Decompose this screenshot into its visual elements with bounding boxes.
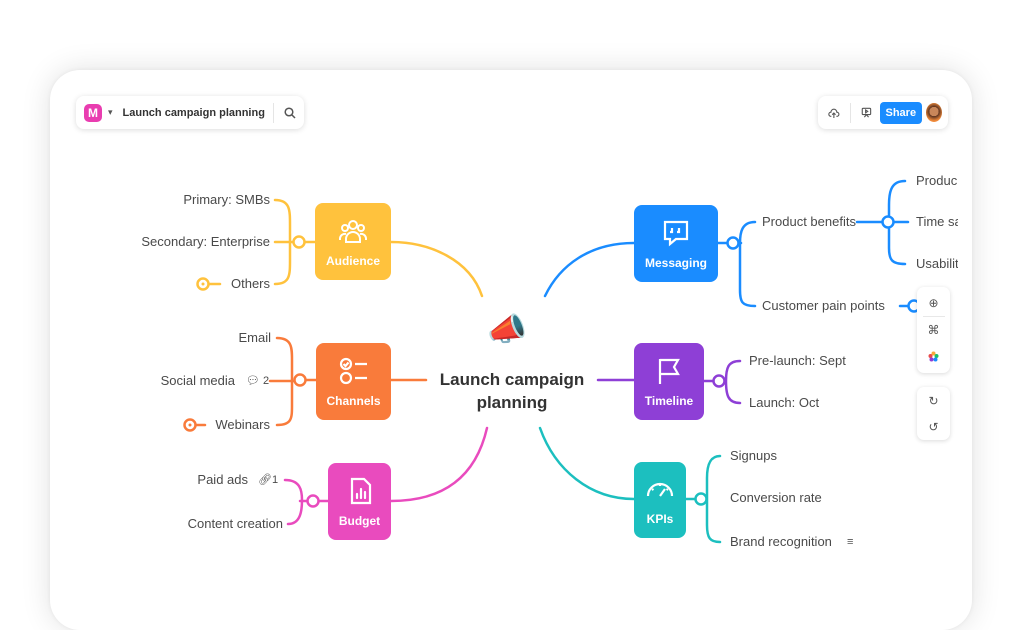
comment-icon: 💬︎ bbox=[246, 375, 260, 387]
search-icon[interactable] bbox=[284, 106, 296, 119]
notes-icon[interactable]: ≡ bbox=[847, 536, 854, 548]
board-window: 📣 Launch campaign planning Audience Prim… bbox=[50, 70, 972, 630]
messaging-subitem[interactable]: Usabilit bbox=[916, 256, 958, 271]
node-label: Channels bbox=[326, 393, 381, 408]
divider bbox=[272, 102, 274, 123]
checklist-icon bbox=[339, 357, 367, 384]
app-logo-icon[interactable]: M bbox=[84, 103, 102, 122]
layout-icon[interactable]: ⌘ bbox=[927, 323, 940, 337]
channels-item[interactable]: Webinars bbox=[215, 417, 270, 432]
audience-item[interactable]: Secondary: Enterprise bbox=[141, 234, 270, 249]
present-icon[interactable] bbox=[861, 106, 872, 119]
audience-item[interactable]: Others bbox=[230, 276, 270, 291]
messaging-subitem[interactable]: Produc bbox=[916, 173, 958, 188]
channels-item[interactable]: Email bbox=[238, 330, 271, 345]
link-icon: 🔗︎ bbox=[258, 474, 272, 486]
kpis-item[interactable]: Signups bbox=[730, 448, 777, 463]
node-label: Messaging bbox=[644, 255, 707, 270]
link-count: 1 bbox=[271, 474, 279, 486]
node-label: Audience bbox=[325, 253, 380, 268]
budget-item[interactable]: Content creation bbox=[187, 516, 283, 531]
messaging-subitem[interactable]: Time sa bbox=[916, 214, 958, 229]
audience-item[interactable]: Primary: SMBs bbox=[183, 192, 270, 207]
history-toolbar: ↻ ↺ bbox=[917, 387, 950, 440]
kpis-item[interactable]: Brand recognition bbox=[730, 534, 832, 549]
divider bbox=[922, 316, 945, 317]
node-kpis[interactable]: KPIs bbox=[634, 462, 686, 538]
people-icon bbox=[339, 219, 367, 243]
kpis-item[interactable]: Conversion rate bbox=[730, 490, 822, 505]
node-messaging[interactable]: Messaging bbox=[634, 205, 718, 282]
gauge-icon bbox=[646, 482, 674, 497]
flag-icon bbox=[658, 358, 680, 384]
comment-count: 2 bbox=[263, 375, 270, 387]
canvas-toolbar: ⊕ ⌘ bbox=[917, 287, 950, 373]
color-palette-icon[interactable] bbox=[917, 343, 950, 369]
top-actions-bar: Share bbox=[818, 96, 948, 129]
node-label: Budget bbox=[338, 513, 381, 528]
node-audience[interactable]: Audience bbox=[315, 203, 391, 280]
board-title-bar: M ▾ Launch campaign planning bbox=[76, 96, 304, 129]
megaphone-icon: 📣 bbox=[487, 311, 527, 347]
report-icon bbox=[350, 477, 371, 504]
messaging-item[interactable]: Product benefits bbox=[762, 214, 856, 229]
add-node-icon[interactable]: ⊕ bbox=[928, 296, 939, 310]
user-avatar[interactable] bbox=[926, 103, 943, 122]
node-budget[interactable]: Budget bbox=[328, 463, 391, 540]
timeline-item[interactable]: Pre-launch: Sept bbox=[749, 353, 846, 368]
node-channels[interactable]: Channels bbox=[316, 343, 391, 420]
chevron-down-icon[interactable]: ▾ bbox=[108, 107, 113, 117]
mindmap-connectors bbox=[183, 179, 921, 544]
mindmap-canvas[interactable]: 📣 Launch campaign planning Audience Prim… bbox=[50, 70, 958, 630]
node-label: Timeline bbox=[644, 393, 694, 408]
comment-count-badge[interactable]: 💬︎ 2 bbox=[246, 373, 269, 389]
node-timeline[interactable]: Timeline bbox=[634, 343, 704, 420]
link-count-badge[interactable]: 🔗︎1 bbox=[258, 472, 278, 488]
cloud-upload-icon[interactable] bbox=[828, 106, 840, 120]
central-topic[interactable]: Launch campaign planning bbox=[439, 370, 585, 412]
timeline-item[interactable]: Launch: Oct bbox=[749, 395, 820, 410]
undo-icon[interactable]: ↺ bbox=[928, 419, 939, 434]
node-label: KPIs bbox=[646, 512, 674, 526]
share-button[interactable]: Share bbox=[879, 101, 923, 124]
messaging-item[interactable]: Customer pain points bbox=[762, 298, 885, 313]
board-title[interactable]: Launch campaign planning bbox=[122, 106, 265, 119]
channels-item[interactable]: Social media bbox=[160, 373, 235, 388]
quote-bubble-icon bbox=[663, 220, 689, 246]
divider bbox=[849, 102, 851, 123]
redo-icon[interactable]: ↻ bbox=[928, 393, 939, 408]
budget-item[interactable]: Paid ads bbox=[197, 472, 248, 487]
